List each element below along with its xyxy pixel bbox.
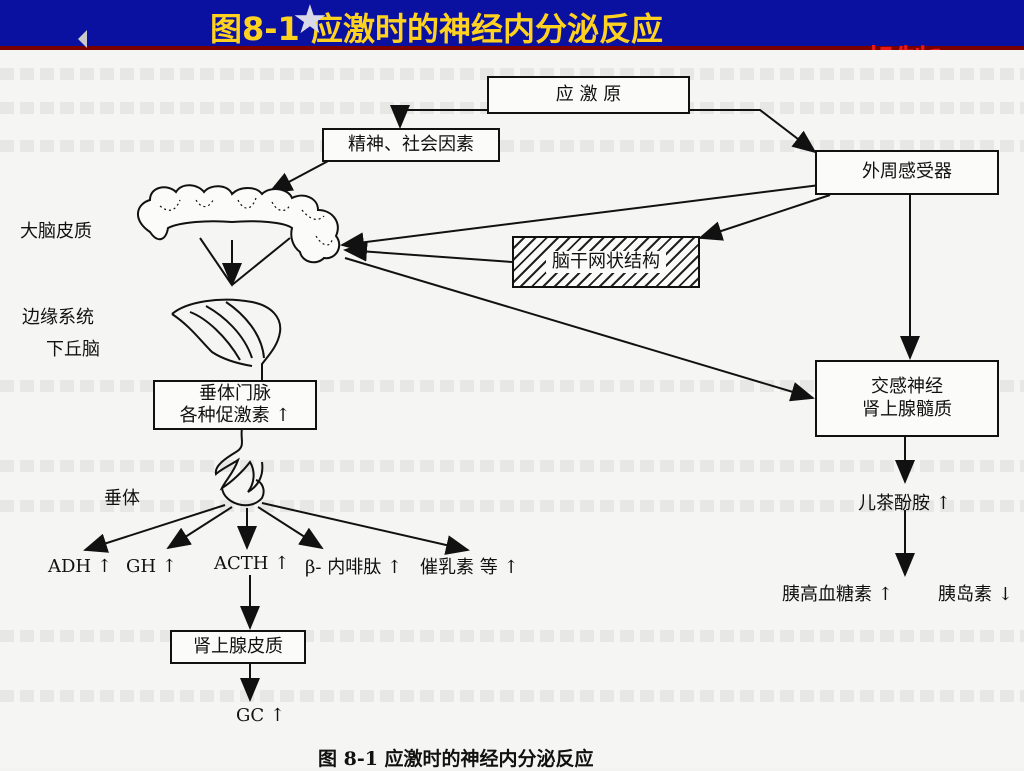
- arrow-receptor-reticular: [698, 194, 831, 241]
- arrow-stressor-psychosocial: [390, 105, 488, 129]
- portal-line1: 垂体门脉: [199, 382, 271, 404]
- funnel-line: [231, 237, 291, 286]
- sympathetic-box: 交感神经 肾上腺髓质: [815, 360, 999, 437]
- endorphin-label: β- 内啡肽 ↑: [305, 557, 403, 578]
- arrow-pituitary-adh: [83, 504, 226, 553]
- pituitary-drawing: [214, 427, 265, 507]
- peripheral-receptor-label: 外周感受器: [862, 161, 952, 183]
- glucagon-label: 胰高血糖素 ↑: [782, 584, 893, 605]
- star-icon: ★: [292, 0, 328, 43]
- slide-title: 图8-1 应激时的神经内分泌反应: [210, 10, 663, 48]
- peripheral-receptor-box: 外周感受器: [815, 150, 999, 195]
- stressor-box: 应 激 原: [487, 76, 690, 114]
- pituitary-label: 垂体: [104, 488, 140, 509]
- arrow-stressor-receptor: [690, 109, 817, 154]
- sympathetic-line1: 交感神经: [871, 376, 943, 397]
- figure-caption: 图 8-1 应激时的神经内分泌反应: [318, 748, 594, 770]
- portal-line2: 各种促激素 ↑: [179, 405, 291, 426]
- gc-label: GC ↑: [236, 705, 285, 726]
- psychosocial-label: 精神、社会因素: [348, 133, 474, 155]
- acth-label: ACTH ↑: [214, 553, 290, 574]
- hypothalamus-label: 下丘脑: [46, 339, 100, 360]
- cerebral-cortex-drawing: [137, 184, 341, 264]
- limbic-label: 边缘系统: [22, 307, 94, 328]
- gh-label: GH ↑: [126, 556, 177, 577]
- bleed-through-text: [0, 68, 1024, 80]
- portal-box: 垂体门脉 各种促激素 ↑: [153, 380, 317, 430]
- reticular-formation-label: 脑干网状结构: [546, 250, 666, 274]
- reticular-formation-box: 脑干网状结构: [512, 236, 700, 288]
- prolactin-label: 催乳素 等 ↑: [420, 557, 519, 578]
- bleed-through-text: [0, 140, 1024, 152]
- sympathetic-line2: 肾上腺髓质: [862, 398, 952, 420]
- funnel-line: [199, 237, 233, 286]
- arrow-psychosocial-cortex: [268, 159, 331, 193]
- arrow-pituitary-prolactin: [261, 502, 470, 555]
- catecholamine-label: 儿茶酚胺 ↑: [858, 493, 951, 514]
- arrow-receptor-cortex: [340, 184, 821, 253]
- stressor-label: 应 激 原: [555, 83, 622, 105]
- title-divider: [0, 46, 1024, 50]
- arrow-pituitary-gh: [166, 506, 233, 550]
- psychosocial-box: 精神、社会因素: [322, 128, 500, 162]
- bleed-through-text: [0, 460, 1024, 472]
- adh-label: ADH ↑: [48, 556, 112, 577]
- adrenal-cortex-label: 肾上腺皮质: [193, 635, 283, 657]
- insulin-label: 胰岛素 ↓: [938, 584, 1013, 605]
- previous-arrow-icon: [78, 30, 87, 48]
- arrow-reticular-cortex: [343, 241, 513, 263]
- arrow-pituitary-endorphin: [257, 506, 324, 550]
- adrenal-cortex-box: 肾上腺皮质: [170, 630, 306, 664]
- limbic-hypothalamus-drawing: [171, 298, 282, 382]
- arrow-cortex-sympathetic: [344, 257, 815, 402]
- cortex-label: 大脑皮质: [20, 221, 92, 242]
- title-bar: [0, 0, 1024, 46]
